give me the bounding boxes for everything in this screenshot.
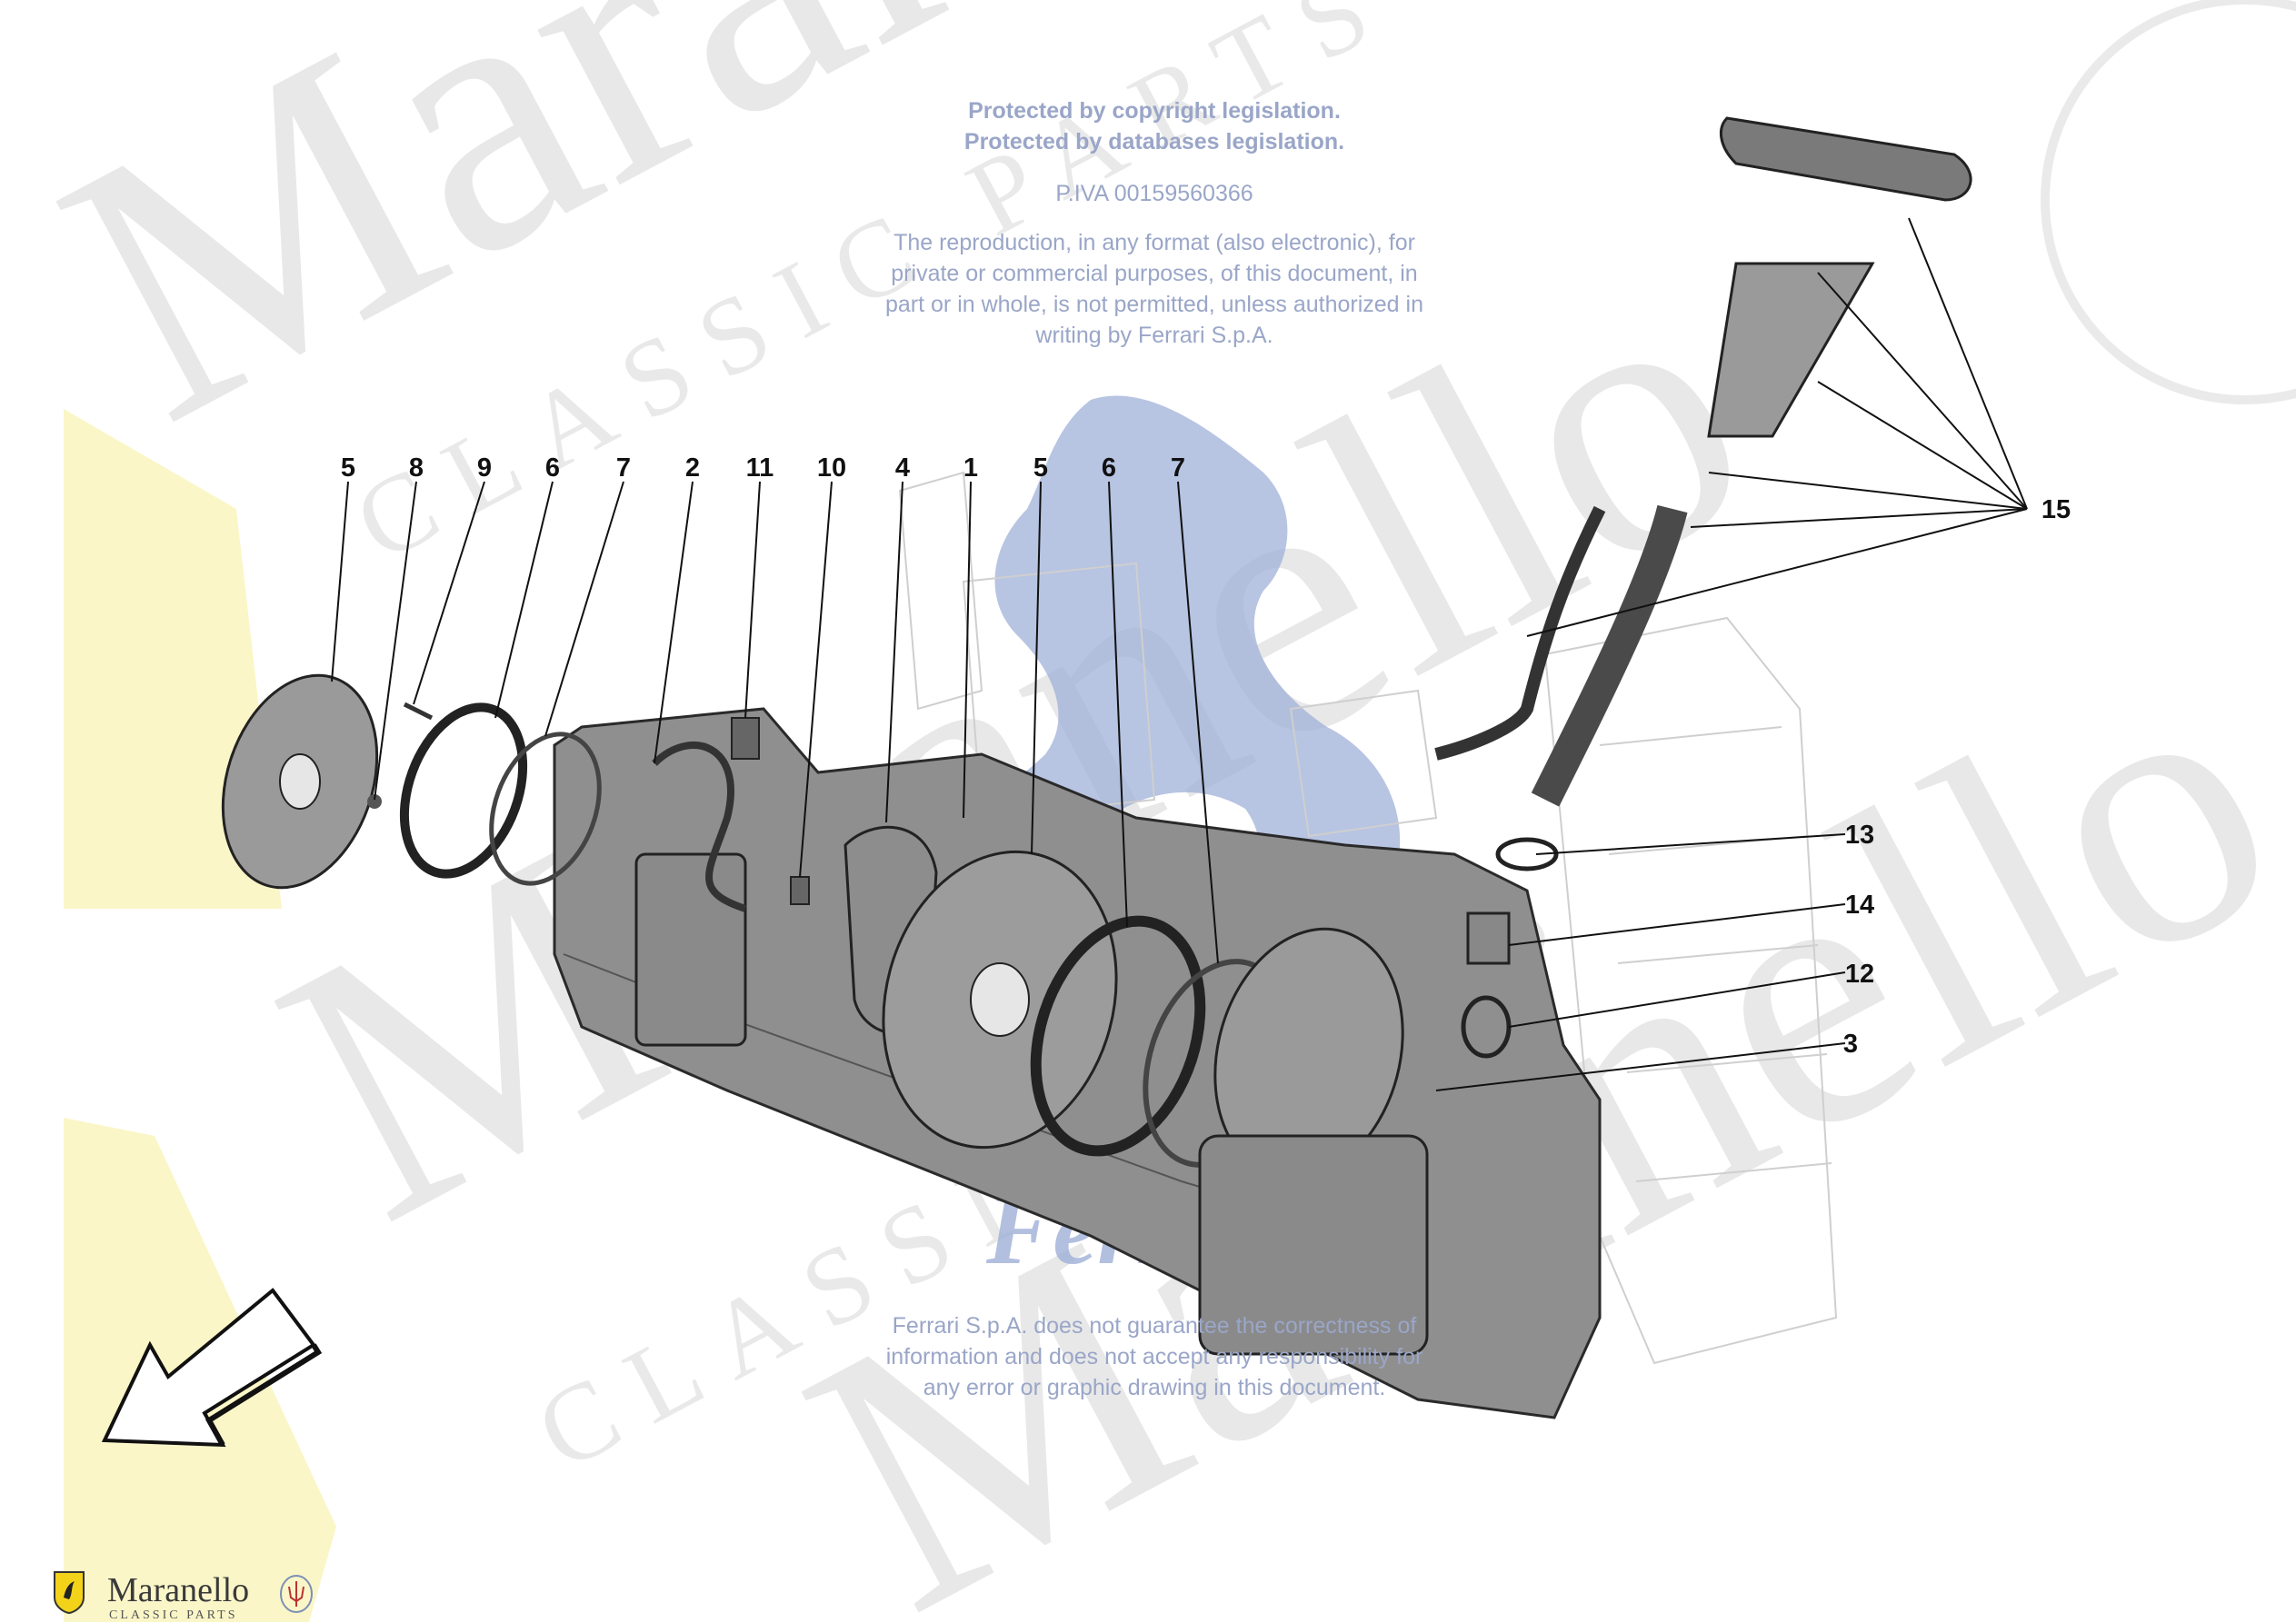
copyright-notice-line2: Protected by databases legislation. — [963, 129, 1345, 154]
callout-13: 13 — [1845, 821, 1874, 850]
brand-name: Maranello — [107, 1571, 250, 1609]
callout-7-mid: 7 — [1171, 453, 1185, 483]
copyright-notice-line1: Protected by copyright legislation. — [968, 98, 1341, 124]
callout-14: 14 — [1845, 891, 1874, 920]
reproduction-line-2: private or commercial purposes, of this … — [891, 261, 1418, 286]
callout-6-left: 6 — [545, 453, 560, 483]
callout-10: 10 — [817, 453, 846, 483]
callout-11: 11 — [746, 453, 774, 483]
part-6-ring-mid — [1030, 915, 1206, 1157]
arrow-down-left-icon — [101, 1288, 323, 1448]
part-2-hoses — [652, 742, 747, 912]
callout-12: 12 — [1845, 960, 1874, 989]
callout-4: 4 — [895, 453, 910, 483]
callout-6-mid: 6 — [1102, 453, 1116, 483]
part-14-valve — [1466, 911, 1511, 965]
part-15-filler-flap — [1719, 116, 1972, 202]
part-3-pump-body — [1198, 1134, 1429, 1356]
part-13-clamp — [1495, 837, 1559, 871]
reproduction-line-1: The reproduction, in any format (also el… — [893, 230, 1415, 255]
top-right-emblem — [2041, 0, 2296, 404]
filler-assembly — [1434, 116, 1972, 1059]
part-11-sensor — [731, 717, 760, 760]
disclaimer-line-3: any error or graphic drawing in this doc… — [923, 1375, 1386, 1400]
part-7-seal-left — [489, 732, 602, 886]
middle-parts — [844, 825, 1429, 1356]
disclaimer-line-2: information and does not accept any resp… — [885, 1344, 1423, 1369]
part-10-connector — [790, 876, 810, 905]
part-8-bolt — [367, 794, 382, 809]
callout-1: 1 — [963, 453, 978, 483]
reproduction-line-3: part or in whole, is not permitted, unle… — [885, 292, 1423, 317]
callout-5-left: 5 — [341, 453, 355, 483]
leader-lines — [331, 217, 2028, 1091]
callout-8: 8 — [409, 453, 424, 483]
part-9-pin — [403, 702, 434, 721]
part-15-filler-neck — [1707, 262, 1875, 438]
part-2-pump-left — [634, 852, 747, 1047]
brand-subtitle: CLASSIC PARTS — [109, 1608, 238, 1622]
reproduction-line-4: writing by Ferrari S.p.A. — [1035, 323, 1273, 348]
part-15-vent-pipe — [1434, 505, 1606, 761]
part-15-filler-hose — [1531, 504, 1688, 807]
shield-logo-icon — [54, 1571, 85, 1614]
callout-7-left: 7 — [616, 453, 631, 483]
callout-2: 2 — [685, 453, 700, 483]
disclaimer-line-1: Ferrari S.p.A. does not guarantee the co… — [892, 1313, 1417, 1339]
part-6-ring-left — [399, 702, 528, 879]
callout-3: 3 — [1843, 1030, 1858, 1059]
trident-emblem-icon — [280, 1575, 313, 1613]
left-parts — [221, 673, 810, 1047]
callout-numbers: 5 8 9 6 7 2 11 10 4 1 5 6 7 15 13 14 12 … — [341, 453, 2071, 1059]
piva-number: P.IVA 00159560366 — [1055, 181, 1253, 206]
callout-15: 15 — [2041, 495, 2071, 524]
callout-5-mid: 5 — [1033, 453, 1048, 483]
brand-logo: Maranello CLASSIC PARTS — [53, 1570, 380, 1622]
callout-9: 9 — [477, 453, 492, 483]
